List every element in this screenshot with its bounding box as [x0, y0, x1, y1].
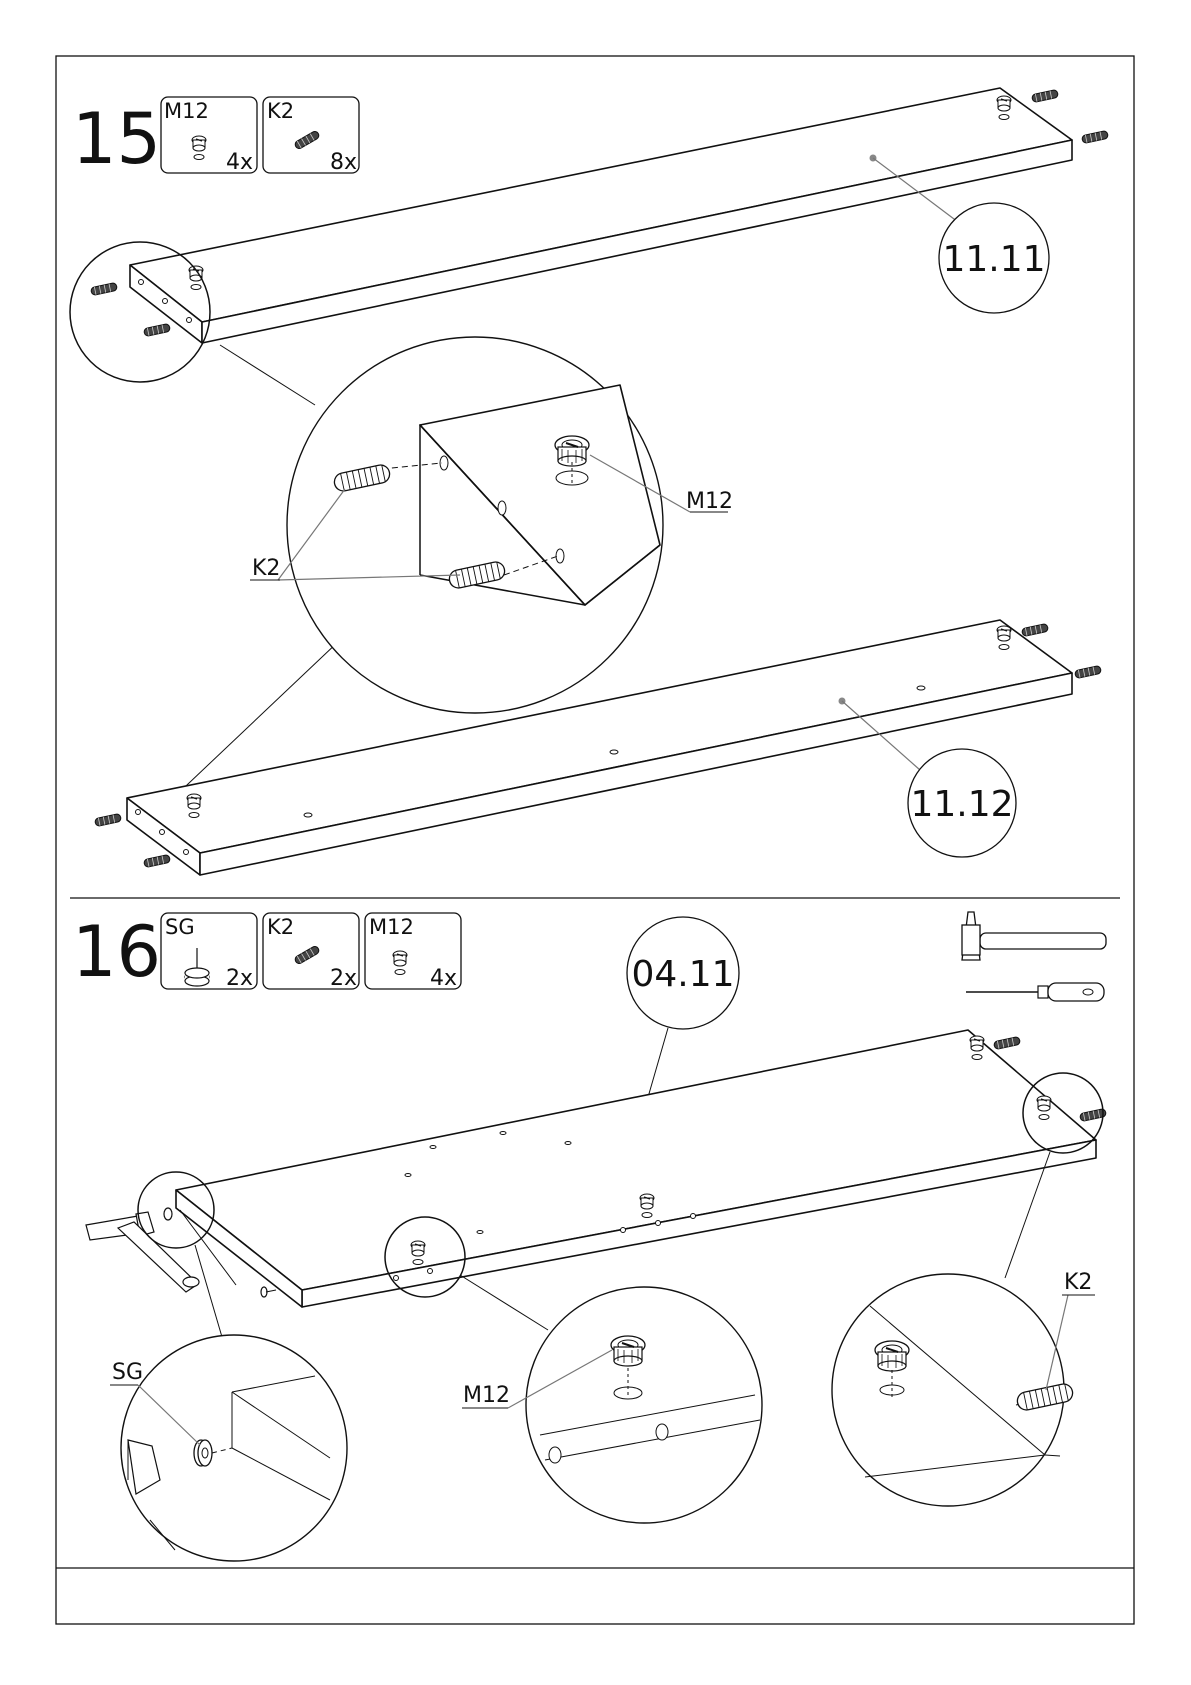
- step-15: 15 M12 4x K2 8x: [70, 88, 1109, 875]
- m12-cam-lock: [611, 1336, 645, 1366]
- glide-nail: [261, 1287, 276, 1297]
- m12-cam-lock: [875, 1341, 909, 1371]
- part-code: M12: [369, 915, 414, 939]
- part-box-m12: M12 4x: [161, 97, 257, 175]
- step-number: 16: [72, 911, 161, 993]
- part-qty: 2x: [226, 966, 253, 991]
- panel-label: 11.11: [942, 239, 1045, 280]
- callout-m12: M12: [686, 489, 733, 514]
- detail-circle-cam: M12: [462, 1287, 762, 1523]
- part-qty: 4x: [430, 966, 457, 991]
- hammer-icon: [962, 912, 1106, 960]
- callout-k2: K2: [1064, 1270, 1092, 1295]
- step-number: 15: [72, 98, 161, 180]
- panel-label: 04.11: [631, 954, 734, 995]
- callout-sg: SG: [112, 1360, 143, 1385]
- part-box-k2: K2 8x: [263, 97, 359, 175]
- detail-circle-dowel: K2: [832, 1270, 1095, 1506]
- part-code: SG: [165, 915, 195, 939]
- part-qty: 4x: [226, 150, 253, 175]
- part-box-m12: M12 4x: [365, 913, 461, 991]
- panel-label: 11.12: [910, 784, 1013, 825]
- callout-m12: M12: [463, 1383, 510, 1408]
- m12-cam-lock: [555, 436, 589, 466]
- cam-lock-icon: [192, 136, 206, 160]
- detail-circle-glide: SG: [110, 1335, 347, 1561]
- step-16: 16 SG 2x K2 2x M12 4x: [72, 911, 1107, 1561]
- part-code: M12: [164, 99, 209, 123]
- screwdriver-icon: [966, 983, 1104, 1001]
- part-code: K2: [267, 99, 294, 123]
- part-qty: 2x: [330, 966, 357, 991]
- hammer-icon: [86, 1212, 199, 1292]
- part-box-k2: K2 2x: [263, 913, 359, 991]
- panel-04-11: [86, 1030, 1107, 1307]
- callout-k2: K2: [252, 556, 280, 581]
- part-qty: 8x: [330, 150, 357, 175]
- cam-lock-icon: [393, 951, 407, 975]
- panel-label-11-11: 11.11: [939, 203, 1049, 313]
- part-code: K2: [267, 915, 294, 939]
- panel-label-11-12: 11.12: [908, 749, 1016, 857]
- part-box-sg: SG 2x: [161, 913, 257, 991]
